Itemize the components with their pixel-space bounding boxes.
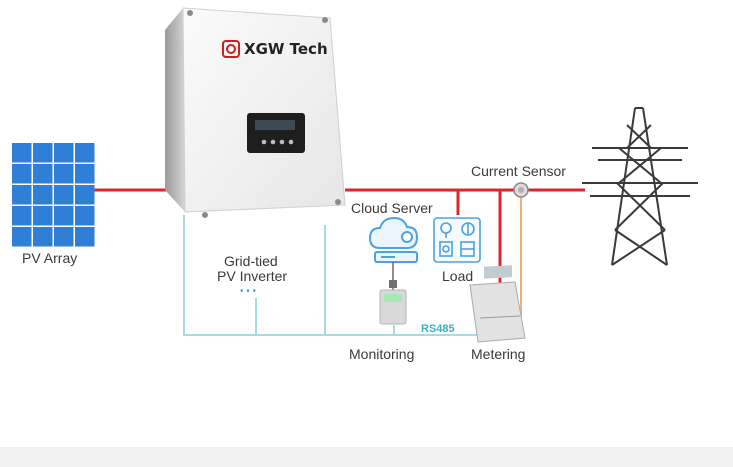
inverter-ellipsis: • • •: [240, 286, 257, 297]
monitoring-dongle-icon: [379, 262, 407, 325]
solar-cell: [54, 164, 74, 184]
solar-cell: [54, 206, 74, 226]
solar-cell: [12, 227, 32, 247]
brand-logo: XGW Tech: [222, 40, 328, 58]
solar-cell: [12, 143, 32, 163]
solar-cell: [33, 206, 53, 226]
tower-strut: [611, 229, 666, 266]
xgw-logo-icon: [222, 40, 240, 58]
inverter-icon: [165, 7, 346, 218]
solar-cell: [12, 164, 32, 184]
inverter-display: [247, 113, 305, 153]
tower-strut: [611, 107, 636, 266]
solar-cell: [12, 185, 32, 205]
solar-cell: [12, 206, 32, 226]
cloud-server-label: Cloud Server: [351, 200, 433, 216]
load-label: Load: [442, 268, 474, 284]
pv-array-label: PV Array: [22, 250, 78, 266]
current-sensor-label: Current Sensor: [471, 163, 566, 179]
solar-cell: [54, 143, 74, 163]
tower-strut: [614, 229, 668, 266]
inverter-label-line2: PV Inverter: [217, 268, 288, 284]
tower-strut: [626, 124, 652, 149]
solar-panel-icon: [12, 143, 95, 247]
inverter-label-line1: Grid-tied: [224, 253, 278, 269]
metering-label: Metering: [471, 346, 526, 362]
solar-cell: [75, 143, 95, 163]
load-appliances-icon: [433, 217, 481, 263]
solar-cell: [33, 164, 53, 184]
solar-cell: [54, 227, 74, 247]
solar-cell: [33, 143, 53, 163]
solar-cell: [75, 164, 95, 184]
solar-cell: [75, 227, 95, 247]
comm-lines: [183, 215, 500, 336]
tower-strut: [642, 107, 668, 266]
solar-cell: [33, 227, 53, 247]
tower-strut: [618, 147, 662, 184]
solar-cell: [33, 185, 53, 205]
solar-cell: [75, 185, 95, 205]
cloud-server-icon: [368, 216, 419, 263]
transmission-tower-icon: [582, 107, 698, 266]
footer-band: [0, 447, 733, 467]
brand-name: XGW Tech: [244, 40, 328, 58]
solar-cell: [75, 206, 95, 226]
energy-meter-icon: [469, 265, 526, 343]
tower-strut: [614, 182, 664, 231]
rs485-label: RS485: [421, 323, 455, 335]
solar-cell: [54, 185, 74, 205]
tower-strut: [616, 182, 666, 231]
monitoring-label: Monitoring: [349, 346, 415, 362]
current-sensor-icon: [513, 182, 529, 198]
